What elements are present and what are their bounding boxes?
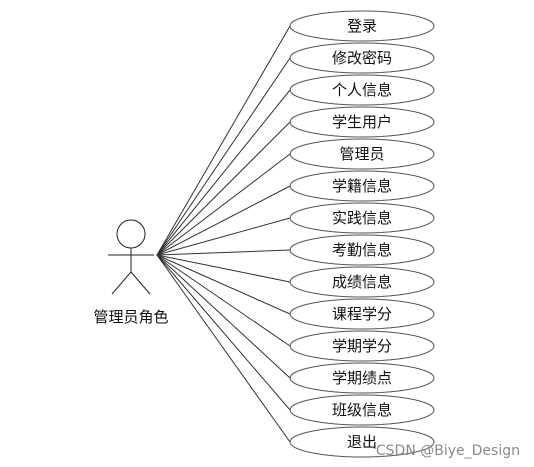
- use-case-label: 退出: [347, 433, 377, 451]
- use-case: 学期绩点: [289, 362, 435, 394]
- actor: 管理员角色: [93, 219, 169, 326]
- actor-head: [116, 219, 146, 249]
- use-case: 学籍信息: [289, 170, 435, 202]
- association-line: [156, 57, 291, 256]
- association-line: [156, 25, 291, 256]
- use-case: 考勤信息: [289, 234, 435, 266]
- use-case-label: 学期学分: [332, 337, 392, 355]
- association-line: [156, 254, 291, 315]
- use-case: 退出: [289, 426, 435, 458]
- use-case-label: 成绩信息: [332, 273, 392, 291]
- association-line: [156, 254, 291, 379]
- use-case: 实践信息: [289, 202, 435, 234]
- use-case: 登录: [289, 10, 435, 42]
- association-line: [156, 153, 291, 256]
- use-case-label: 班级信息: [332, 401, 392, 419]
- use-case-label: 管理员: [339, 145, 384, 163]
- use-case: 学生用户: [289, 106, 435, 138]
- association-line: [156, 254, 291, 411]
- use-case-label: 学期绩点: [332, 369, 392, 387]
- use-case-label: 实践信息: [332, 209, 392, 227]
- use-case-label: 修改密码: [332, 49, 392, 67]
- use-case-ellipse: [289, 106, 435, 138]
- actor-right-leg: [130, 271, 151, 295]
- use-case: 管理员: [289, 138, 435, 170]
- watermark: CSDN @Biye_Design: [376, 443, 520, 459]
- use-case: 班级信息: [289, 394, 435, 426]
- use-case-ellipse: [289, 74, 435, 106]
- use-case-ellipse: [289, 362, 435, 394]
- use-case-label: 学生用户: [332, 113, 392, 131]
- use-case-ellipse: [289, 234, 435, 266]
- association-line: [156, 89, 291, 256]
- association-line: [156, 217, 291, 256]
- association-line: [156, 121, 291, 256]
- use-case-ellipse: [289, 170, 435, 202]
- use-case-label: 个人信息: [332, 81, 392, 99]
- use-case: 成绩信息: [289, 266, 435, 298]
- use-case: 课程学分: [289, 298, 435, 330]
- use-case-ellipse: [289, 330, 435, 362]
- actor-label: 管理员角色: [93, 308, 168, 326]
- use-case-ellipse: [289, 298, 435, 330]
- use-case-list: 登录修改密码个人信息学生用户管理员学籍信息实践信息考勤信息成绩信息课程学分学期学…: [289, 10, 435, 458]
- association-line: [156, 254, 291, 443]
- association-line: [156, 185, 291, 256]
- association-line: [156, 254, 291, 283]
- use-case-ellipse: [289, 138, 435, 170]
- use-case-ellipse: [289, 266, 435, 298]
- use-case-label: 学籍信息: [332, 177, 392, 195]
- association-line: [156, 249, 291, 256]
- association-lines: [156, 25, 291, 443]
- use-case-ellipse: [289, 202, 435, 234]
- actor-left-leg: [111, 271, 132, 295]
- use-case-ellipse: [289, 10, 435, 42]
- use-case: 修改密码: [289, 42, 435, 74]
- use-case: 学期学分: [289, 330, 435, 362]
- association-line: [156, 254, 291, 347]
- use-case-label: 登录: [347, 17, 377, 35]
- use-case-ellipse: [289, 394, 435, 426]
- use-case-label: 考勤信息: [332, 241, 392, 259]
- use-case-ellipse: [289, 426, 435, 458]
- use-case-label: 课程学分: [332, 305, 392, 323]
- use-case-ellipse: [289, 42, 435, 74]
- use-case: 个人信息: [289, 74, 435, 106]
